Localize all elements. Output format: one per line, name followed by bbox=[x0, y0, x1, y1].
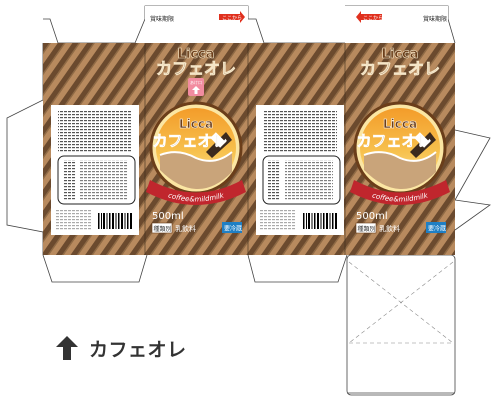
caption-label: カフェオレ bbox=[89, 338, 187, 361]
back-title: Licca カフェオレ bbox=[360, 47, 441, 79]
brand-name: Licca bbox=[178, 47, 215, 62]
back-emblem: Licca カフェオレ coffee&mildmilk bbox=[350, 101, 450, 205]
type-value: 乳飲料 bbox=[175, 224, 196, 233]
barcode bbox=[301, 212, 339, 230]
open-arrow-icon bbox=[192, 86, 200, 94]
ribbon-banner bbox=[146, 180, 246, 205]
stamp-arrow-icon: ここから bbox=[219, 11, 245, 23]
type-box bbox=[151, 222, 173, 234]
ribbon-banner bbox=[350, 180, 450, 205]
small-print bbox=[55, 210, 91, 230]
refrigerate-label: 要冷蔵 bbox=[224, 225, 242, 233]
type-box bbox=[355, 222, 377, 234]
front-bottom-labels: 500ml 種類別 乳飲料 要冷蔵 bbox=[151, 211, 242, 234]
volume-label: 500ml bbox=[152, 211, 184, 222]
brand-name: Licca bbox=[382, 47, 419, 62]
ingredient-text-block bbox=[58, 110, 132, 152]
orientation-caption: カフェオレ bbox=[55, 333, 187, 363]
open-here-label: あけ口 bbox=[190, 79, 202, 85]
type-value: 乳飲料 bbox=[379, 224, 400, 233]
emblem-product: カフェオレ bbox=[152, 132, 227, 150]
refrigerate-label: 要冷蔵 bbox=[428, 225, 446, 233]
type-box-label: 種類別 bbox=[358, 225, 376, 233]
info-panel-right bbox=[256, 105, 344, 235]
stamp-arrow-icon: ここから bbox=[356, 11, 383, 23]
info-panel-left bbox=[51, 105, 139, 235]
top-flap-right: ここから 賞味期限 bbox=[345, 6, 448, 43]
barcode bbox=[96, 212, 134, 230]
fold-lines bbox=[348, 261, 454, 344]
up-arrow-icon bbox=[56, 336, 78, 360]
front-title: Licca カフェオレ あけ口 bbox=[156, 47, 236, 96]
product-name: カフェオレ bbox=[156, 59, 236, 78]
expiry-label: 賞味期限 bbox=[423, 15, 447, 23]
type-box-label: 種類別 bbox=[154, 225, 172, 233]
emblem-brand: Licca bbox=[383, 117, 417, 131]
stamp-label: ここから bbox=[222, 15, 242, 22]
emblem-brand: Licca bbox=[179, 117, 213, 131]
front-emblem: Licca カフェオレ coffee&mildmilk bbox=[146, 101, 246, 205]
small-print bbox=[260, 210, 296, 230]
expiry-label: 賞味期限 bbox=[150, 15, 174, 23]
emblem-product: カフェオレ bbox=[356, 132, 431, 150]
stamp-label: ここから bbox=[363, 15, 383, 22]
top-flap-left: 賞味期限 ここから bbox=[145, 6, 248, 43]
refrigerate-badge bbox=[222, 222, 242, 233]
back-bottom-labels: 500ml 種類別 乳飲料 要冷蔵 bbox=[355, 211, 446, 234]
refrigerate-badge bbox=[426, 222, 446, 233]
volume-label: 500ml bbox=[356, 211, 388, 222]
ingredient-text-block bbox=[263, 110, 337, 152]
product-name: カフェオレ bbox=[360, 59, 440, 78]
